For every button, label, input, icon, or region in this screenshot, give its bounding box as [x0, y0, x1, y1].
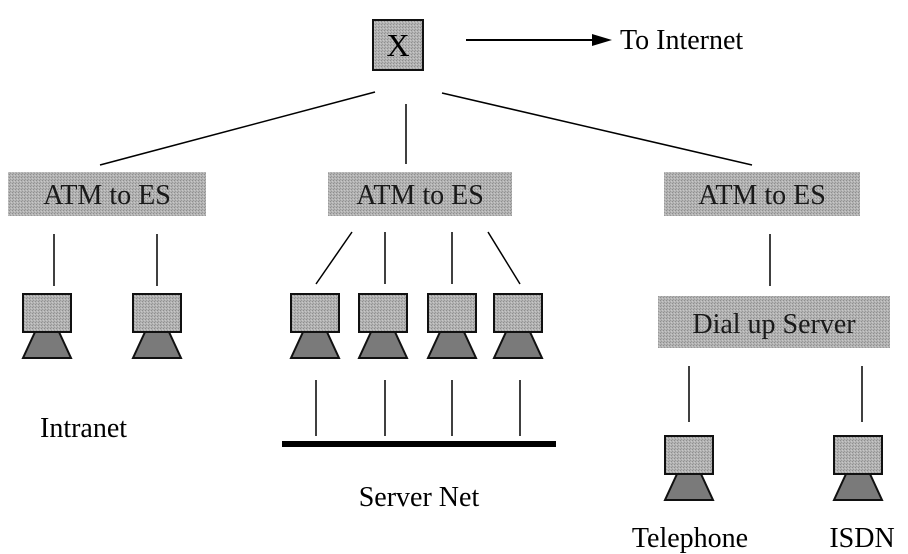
root-label: X	[386, 27, 409, 63]
terminal-icon	[290, 293, 340, 359]
edge-s2-t4	[487, 231, 521, 285]
dialup-server: Dial up Server	[658, 296, 890, 348]
switch-2-label: ATM to ES	[356, 180, 484, 211]
internet-label: To Internet	[620, 25, 743, 56]
switch-3-label: ATM to ES	[698, 180, 826, 211]
intranet-label: Intranet	[40, 413, 127, 444]
terminal-icon	[427, 293, 477, 359]
telephone-label: Telephone	[632, 523, 748, 554]
arrow-head-icon	[592, 34, 612, 46]
edge-s2-t1	[315, 231, 353, 285]
isdn-terminal-icon	[833, 435, 883, 501]
telephone-terminal-icon	[664, 435, 714, 501]
dialup-label: Dial up Server	[692, 309, 856, 340]
switch-1-label: ATM to ES	[43, 180, 171, 211]
switch-3: ATM to ES	[664, 172, 860, 216]
internet-link: To Internet	[466, 25, 743, 56]
terminal-icon	[132, 293, 182, 359]
isdn-label: ISDN	[829, 523, 894, 554]
edge-root-switch-3	[441, 92, 753, 166]
switch-2: ATM to ES	[328, 172, 512, 216]
edge-root-switch-1	[99, 91, 376, 166]
terminal-icon	[22, 293, 72, 359]
switch-1: ATM to ES	[8, 172, 206, 216]
server-net-label: Server Net	[359, 482, 480, 513]
root-node: X	[372, 19, 424, 71]
server-net-bus	[282, 441, 556, 447]
terminal-icon	[493, 293, 543, 359]
terminal-icon	[358, 293, 408, 359]
